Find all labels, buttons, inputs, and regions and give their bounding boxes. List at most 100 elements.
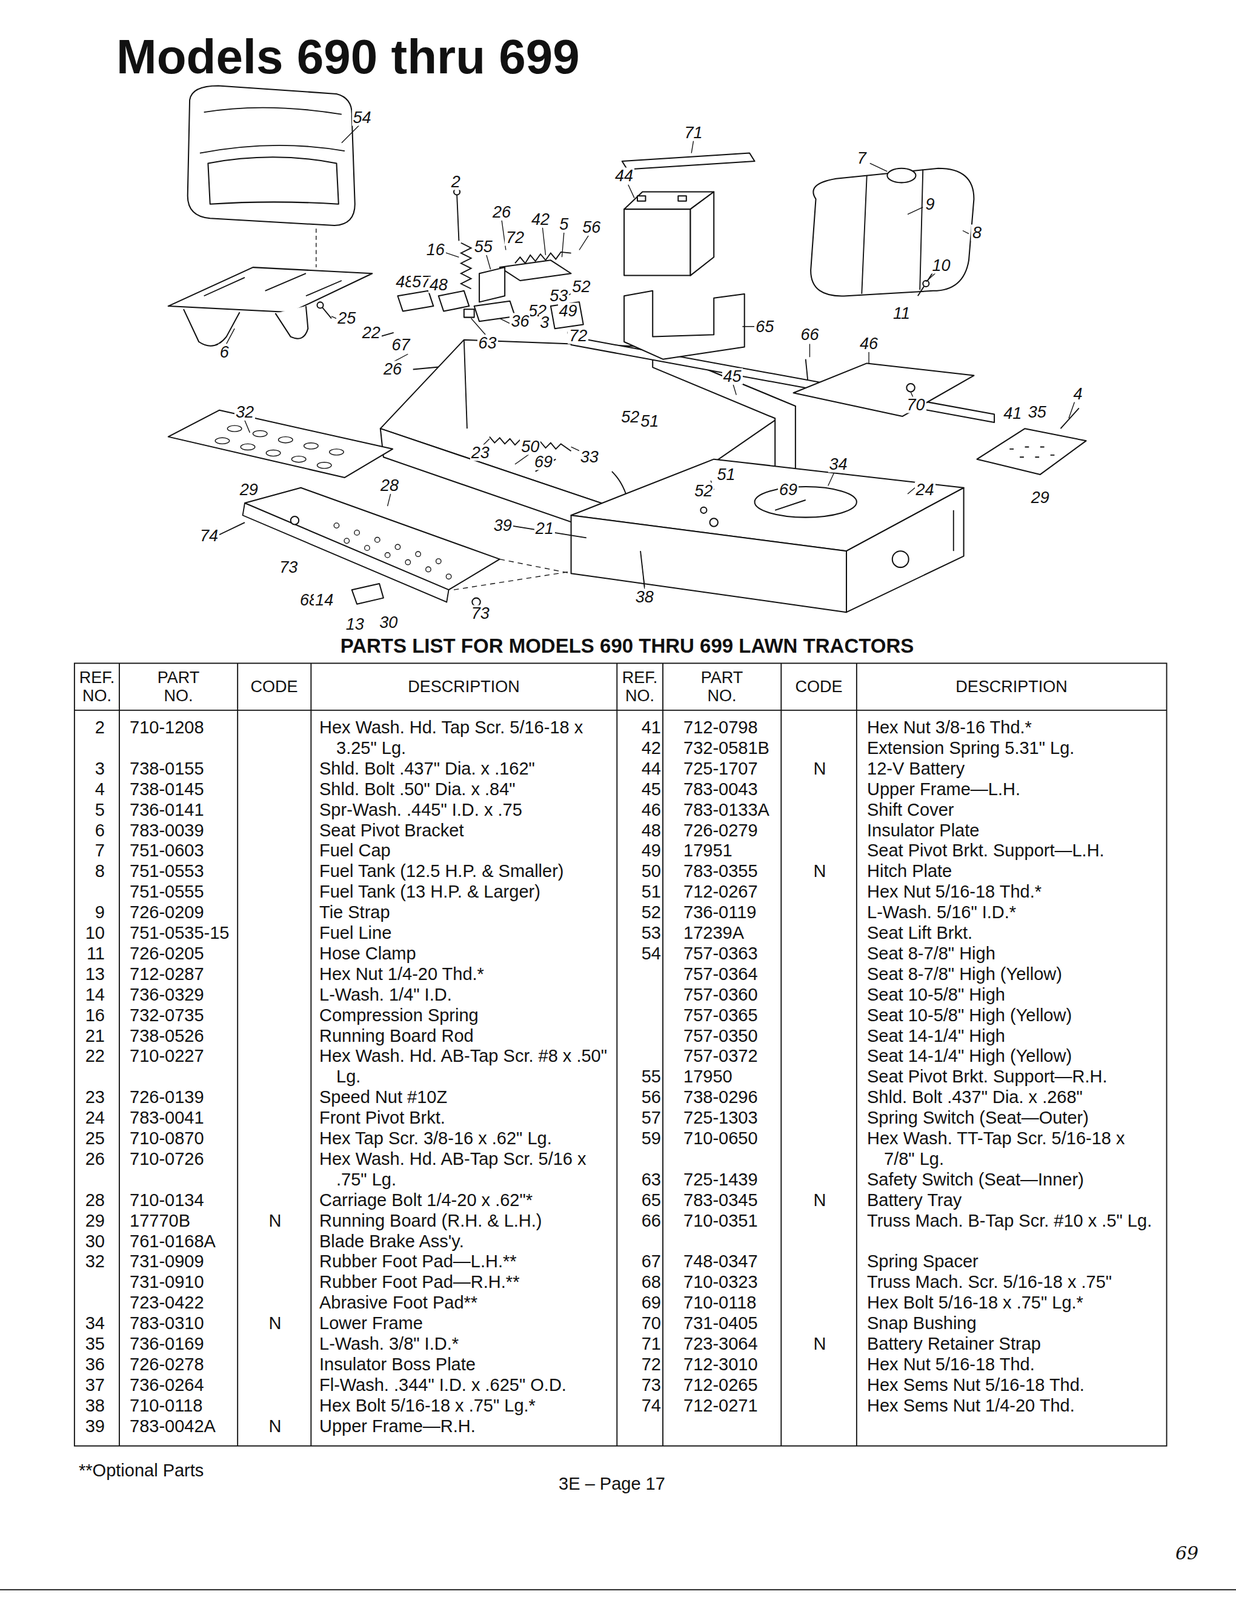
foot-pad-holes	[265, 450, 281, 457]
part-description: Shld. Bolt .437" Dia. x .268"	[867, 1086, 1083, 1107]
callout-number: 53	[548, 287, 569, 305]
seat-pivot-hardware	[550, 301, 584, 329]
running-boards	[1060, 407, 1079, 429]
callout-number: 8	[971, 224, 983, 241]
battery	[637, 195, 646, 201]
callout-number: 69	[533, 453, 554, 471]
leader-line	[226, 125, 1075, 589]
seat-pivot-bracket	[275, 305, 308, 339]
footnote: **Optional Parts	[78, 1460, 204, 1481]
part-number: 17951	[683, 839, 733, 861]
ref-number: 2	[44, 716, 105, 738]
part-number: 712-0271	[683, 1394, 758, 1416]
foot-pad-holes	[329, 448, 345, 456]
ref-number: 32	[44, 1250, 105, 1272]
callout-number: 3	[538, 313, 551, 331]
part-number: 757-0350	[683, 1025, 758, 1046]
running-board-holes	[415, 551, 421, 557]
part-number: 712-0265	[683, 1374, 758, 1395]
foot-pad-holes	[278, 436, 294, 443]
part-description: Battery Retainer Strap	[867, 1332, 1041, 1354]
callout-number: 7	[856, 149, 868, 167]
leader-line	[226, 125, 1075, 589]
part-number: 725-1439	[683, 1168, 758, 1190]
part-number: 710-0118	[129, 1394, 203, 1416]
ref-number: 3	[44, 757, 105, 779]
part-number: 783-0042A	[129, 1415, 216, 1436]
running-board-holes	[445, 573, 451, 579]
ref-number: 10	[44, 922, 105, 943]
callout-number: 10	[931, 256, 952, 274]
page-rule	[0, 1588, 1236, 1590]
header-cell: DESCRIPTION	[310, 662, 617, 710]
part-description: Running Board (R.H. & L.H.)	[319, 1209, 542, 1231]
fuel-tank	[887, 168, 916, 183]
callout-number: 67	[390, 336, 411, 353]
part-description: Carriage Bolt 1/4-20 x .62"*	[319, 1189, 533, 1210]
shift-cover	[793, 359, 975, 417]
part-description: Seat 10-5/8" High (Yellow)	[867, 1004, 1072, 1026]
part-description: Compression Spring	[319, 1004, 479, 1026]
battery	[677, 195, 686, 201]
part-description: Hex Nut 1/4-20 Thd.*	[319, 963, 485, 984]
part-number: 751-0553	[129, 860, 205, 881]
page-number: 3E – Page 17	[558, 1473, 666, 1494]
callout-number: 55	[473, 238, 494, 256]
code-mark: N	[801, 757, 838, 779]
part-description: Seat 14-1/4" High	[867, 1025, 1006, 1046]
lower-frame	[700, 507, 707, 514]
ref-number: 52	[600, 901, 662, 923]
callout-number: 51	[715, 465, 737, 483]
seat	[204, 107, 342, 115]
seat-pivot-hardware	[438, 290, 469, 312]
part-number: 726-0139	[129, 1086, 205, 1107]
ref-number: 14	[44, 983, 105, 1005]
ref-number: 16	[44, 1004, 105, 1026]
part-number: 736-0119	[683, 901, 757, 923]
part-description: Hex Wash. Hd. Tap Scr. 5/16-18 x 3.25" L…	[319, 716, 612, 758]
part-description: Abrasive Foot Pad**	[319, 1291, 478, 1313]
parts-table-grid	[74, 709, 1167, 711]
code-mark: N	[801, 860, 838, 881]
callout-number: 52	[619, 408, 641, 426]
callout-number: 63	[477, 334, 499, 351]
ref-number: 49	[600, 839, 662, 861]
running-board-holes	[333, 522, 339, 528]
ref-number: 74	[600, 1394, 662, 1416]
callout-number: 30	[378, 613, 399, 631]
part-description: Fuel Cap	[319, 839, 391, 861]
fuel-tank	[810, 168, 974, 297]
seat	[187, 85, 356, 226]
header-cell: CODE	[237, 662, 311, 710]
ref-number: 23	[44, 1086, 105, 1107]
callout-number: 25	[336, 310, 357, 327]
battery	[690, 192, 715, 276]
lower-frame	[892, 550, 909, 568]
callout-number: 74	[198, 527, 220, 544]
part-number: 751-0555	[129, 880, 205, 902]
part-number: 725-1707	[683, 757, 758, 779]
callout-number: 32	[234, 404, 256, 421]
code-mark: N	[256, 1415, 294, 1436]
part-description: Shift Cover	[867, 799, 954, 820]
part-description: Fuel Line	[319, 922, 392, 943]
part-number: 725-1303	[683, 1106, 758, 1128]
part-description: Seat Pivot Brkt. Support—R.H.	[867, 1065, 1107, 1087]
part-number: 757-0363	[683, 942, 758, 964]
page-title: Models 690 thru 699	[116, 30, 580, 84]
part-number: 726-0205	[129, 942, 205, 964]
part-description: Upper Frame—R.H.	[319, 1415, 476, 1436]
ref-number: 63	[600, 1168, 662, 1190]
part-description: Spring Spacer	[867, 1250, 979, 1272]
part-number: 783-0310	[129, 1312, 205, 1333]
callout-number: 69	[777, 481, 799, 498]
ref-number: 34	[44, 1312, 105, 1333]
ref-number: 22	[44, 1045, 105, 1066]
seat-pivot-hardware	[479, 267, 505, 302]
lower-frame	[571, 515, 847, 612]
ref-number: 56	[600, 1086, 662, 1107]
callout-number: 5	[558, 216, 570, 233]
callout-number: 6	[218, 343, 231, 360]
part-description: Extension Spring 5.31" Lg.	[867, 737, 1075, 758]
ref-number: 9	[44, 901, 105, 923]
